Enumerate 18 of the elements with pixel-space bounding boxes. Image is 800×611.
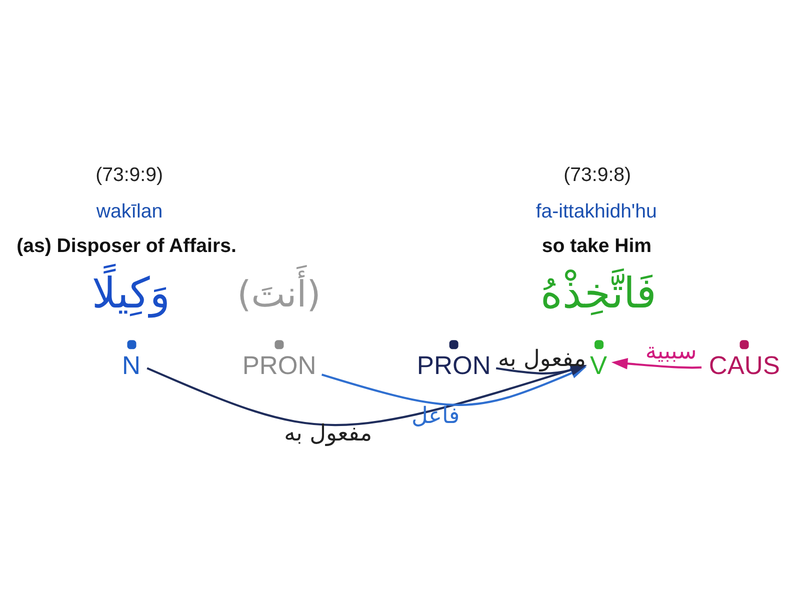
edge-label: فاعل [411, 402, 460, 428]
arrow [611, 357, 702, 369]
label: fa-ittakhidh'hu [536, 200, 657, 222]
label: فَاتَّخِذْهُ [540, 268, 656, 318]
label: (73:9:9) [96, 164, 163, 186]
label: so take Him [542, 234, 652, 256]
node-label: PRON [416, 352, 491, 380]
arrow [496, 364, 587, 375]
node-label: PRON [242, 352, 316, 380]
edge-label: مفعول به [284, 420, 372, 446]
node-label: V [590, 352, 608, 380]
edge-label: مفعول به [498, 345, 586, 372]
edge-label: سببية [645, 338, 697, 364]
node-label: N [122, 352, 140, 380]
node-label: CAUS [708, 352, 780, 380]
label: wakīlan [96, 200, 163, 222]
label: (73:9:8) [564, 164, 632, 186]
label: (as) Disposer of Affairs. [16, 234, 236, 256]
